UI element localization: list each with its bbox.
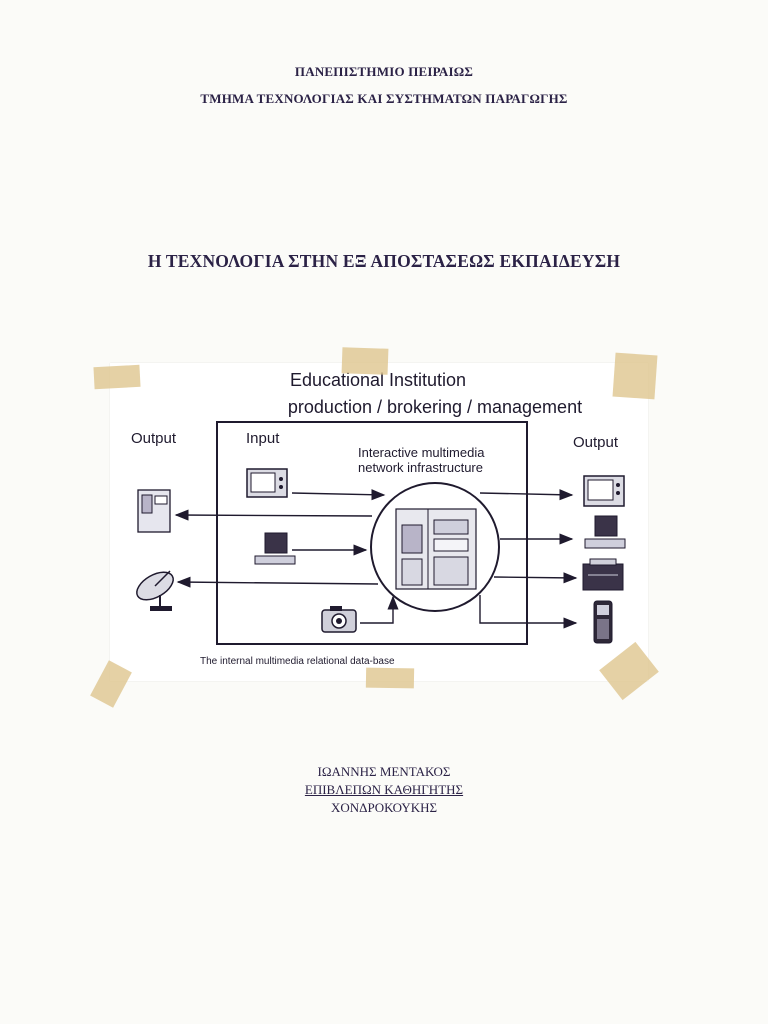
output-right-label: Output (573, 434, 619, 451)
department-name: ΤΜΗΜΑ ΤΕΧΝΟΛΟΓΙΑΣ ΚΑΙ ΣΥΣΤΗΜΑΤΩΝ ΠΑΡΑΓΩΓ… (200, 91, 568, 106)
infra-label-line1: Interactive multimedia (358, 445, 485, 460)
satellite-dish-icon (136, 570, 174, 611)
infra-label-line2: network infrastructure (358, 460, 483, 475)
institution-box (216, 421, 528, 645)
output-left-label: Output (131, 430, 177, 447)
arrow-printer-out (493, 572, 578, 584)
arrow-camera-in (360, 595, 399, 624)
diagram-caption: The internal multimedia relational data-… (200, 656, 395, 667)
tape-top-right (612, 352, 658, 400)
university-name: ΠΑΝΕΠΙΣΤΗΜΙΟ ΠΕΙΡΑΙΩΣ (294, 64, 474, 79)
professor-name: ΧΟΝΔΡΟΚΟΥΚΗΣ (330, 800, 438, 815)
server-cabinet-icon (395, 508, 477, 590)
input-label: Input (246, 430, 280, 447)
diagram-title-line2: production / brokering / management (288, 397, 582, 417)
diagram-title-line1: Educational Institution (290, 370, 466, 390)
mobile-phone-icon (593, 600, 613, 644)
printer-output-icon (582, 558, 624, 591)
diagram-figure: Educational Institution production / bro… (110, 363, 648, 681)
thesis-title: Η ΤΕΧΝΟΛΟΓΙΑ ΣΤΗΝ ΕΞ ΑΠΟΣΤΑΣΕΩΣ ΕΚΠΑΙΔΕΥ… (147, 251, 621, 271)
camera-input-icon (321, 606, 357, 633)
diagram-svg: Educational Institution production / bro… (131, 370, 626, 667)
tape-bottom-center (365, 667, 415, 689)
kiosk-output-icon (137, 489, 171, 533)
tape-top-center (341, 347, 389, 375)
tv-input-icon (246, 468, 288, 498)
arrow-tv-in (291, 489, 386, 501)
tv-output-icon (583, 475, 625, 507)
arrow-kiosk-out (174, 509, 373, 521)
arrow-phone-out (479, 595, 578, 629)
tape-top-left (93, 364, 141, 390)
computer-output-icon (584, 515, 626, 549)
arrow-satellite-out (176, 576, 379, 588)
computer-input-icon (254, 532, 296, 565)
author-name: ΙΩΑΝΝΗΣ ΜΕΝΤΑΚΟΣ (317, 764, 451, 779)
supervisor-label: ΕΠΙΒΛΕΠΩΝ ΚΑΘΗΓΗΤΗΣ (304, 782, 464, 797)
arrow-tv-out (479, 489, 574, 501)
